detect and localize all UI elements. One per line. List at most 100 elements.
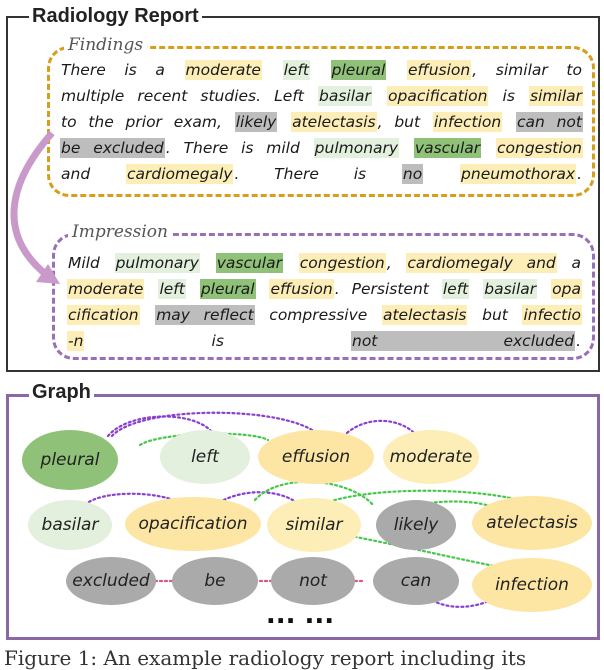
highlighted-term: cification [67,305,140,325]
graph-node-shape [125,497,261,551]
highlighted-term: vascular [215,253,283,273]
highlighted-term: be excluded [60,138,165,158]
graph-node-pleural: pleural [22,430,118,490]
report-text-run: a [557,254,581,272]
highlighted-term: atelectasis [291,112,377,132]
highlighted-term: left [282,60,311,80]
report-text-run: . There is mild [165,139,313,157]
findings-line: and cardiomegaly. There is no pneumothor… [60,161,583,187]
report-text-run: but [468,306,522,324]
highlighted-term: basilar [483,279,538,299]
graph-node-effusion: effusion [258,430,374,484]
highlighted-term: pulmonary [313,138,400,158]
findings-to-impression-arrow [10,130,60,284]
highlighted-term: similar [529,86,583,106]
graph-node-shape [267,498,361,552]
highlighted-term: likely [234,112,278,132]
graph-panel [6,394,600,640]
highlighted-term: not excluded [351,331,576,351]
impression-line: Mild pulmonary vascular congestion, card… [67,250,582,276]
highlighted-term: pleural [199,279,256,299]
highlighted-term: -n [67,331,85,351]
edge-similar-atelectasis [318,489,522,507]
graph-node-label: similar [286,515,344,535]
graph-node-label: be [204,571,225,591]
highlighted-term: infectio [522,305,582,325]
graph-node-basilar: basilar [28,500,112,550]
graph-node-label: opacification [139,514,248,534]
impression-box [52,233,595,360]
graph-node-can: can [373,557,459,605]
graph-node-label: moderate [390,447,473,467]
graph-node-shape [472,558,592,612]
graph-node-label: likely [394,515,439,535]
findings-line: be excluded. There is mild pulmonary vas… [60,135,583,161]
highlighted-term: moderate [184,60,262,80]
edge-pleural-effusion [110,411,322,438]
impression-line: cification may reflect compressive atele… [67,302,582,328]
graph-node-label: infection [495,575,569,595]
graph-node-left: left [160,430,250,484]
graph-node-shape [172,557,258,605]
edge-effusion-moderate [338,419,420,442]
graph-node-shape [472,496,592,550]
highlighted-term: congestion [298,253,386,273]
highlighted-term: may reflect [155,305,255,325]
edge-pleural-left-outer [106,415,217,438]
graph-node-label: left [191,447,220,467]
graph-node-moderate: moderate [383,430,479,484]
graph-node-atelectasis: atelectasis [472,496,592,550]
graph-node-shape [376,500,456,550]
graph-node-label: can [401,571,432,591]
graph-node-infection: infection [472,558,592,612]
edge-basilar-opacification [83,492,187,507]
graph-node-label: atelectasis [486,513,578,533]
report-text-run: . [577,165,583,183]
report-text-run: to the prior exam, [61,113,234,131]
graph-node-shape [22,430,118,490]
impression-title: Impression [68,223,172,241]
highlighted-term: congestion [496,138,583,158]
graph-node-label: pleural [40,450,100,470]
graph-node-opacification: opacification [125,497,261,551]
impression-text: Mild pulmonary vascular congestion, card… [67,250,582,354]
highlighted-term: moderate [67,279,145,299]
highlighted-term: effusion [406,60,472,80]
graph-node-label: not [299,571,328,591]
highlighted-term: cardiomegaly [125,164,234,184]
report-panel-title: Radiology Report [29,6,202,26]
highlighted-term: left [441,279,470,299]
graph-node-label: basilar [42,515,100,535]
report-text-run: . There is [234,165,401,183]
graph-panel-title: Graph [29,382,94,402]
graph-node-not: not [271,557,355,605]
report-text-run: , [386,254,406,272]
highlighted-term: can not [515,112,583,132]
findings-box [47,46,595,197]
highlighted-term: infection [432,112,503,132]
graph-node-likely: likely [376,500,456,550]
report-text-run: There is a [61,61,184,79]
highlighted-term: no [401,164,424,184]
findings-line: multiple recent studies. Left basilar op… [60,83,583,109]
graph-node-label: effusion [282,447,350,467]
report-text-run: compressive [255,306,381,324]
highlighted-term: effusion [269,279,334,299]
graph-node-excluded: excluded [66,557,156,605]
highlighted-term: pulmonary [114,253,200,273]
report-panel [6,16,600,372]
highlighted-term: cardiomegaly and [406,253,557,273]
highlighted-term: atelectasis [381,305,468,325]
highlighted-term: opacification [387,86,489,106]
findings-title: Findings [64,36,148,54]
graph-node-shape [373,557,459,605]
report-text-run: multiple recent studies. Left [61,87,317,105]
graph-node-shape [383,430,479,484]
graph-node-be: be [172,557,258,605]
graph-node-label: excluded [72,571,150,591]
highlighted-term: basilar [318,86,372,106]
findings-line: to the prior exam, likely atelectasis, b… [60,109,583,135]
findings-line: There is a moderate left pleural effusio… [60,57,583,83]
report-text-run: is [489,87,529,105]
